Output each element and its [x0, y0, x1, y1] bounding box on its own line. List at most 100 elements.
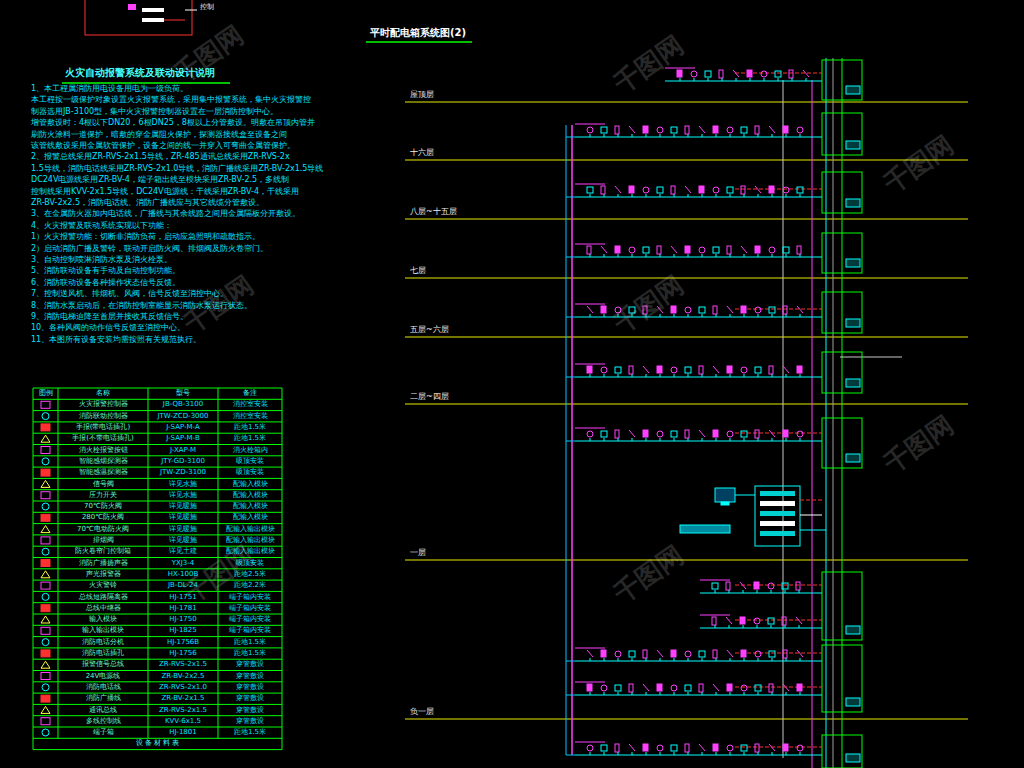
- control-wire: [735, 309, 822, 310]
- table-note: 穿管敷设: [219, 682, 281, 692]
- table-model: JTW-ZCD-3000: [149, 411, 217, 421]
- terminal-box: [822, 292, 862, 333]
- device-symbol: [741, 127, 747, 133]
- panel-bar: [142, 18, 164, 22]
- control-wire: [735, 747, 822, 748]
- device-stub: [688, 254, 689, 257]
- bus-line: [826, 58, 827, 768]
- device-mark: [685, 186, 691, 193]
- table-name: 消防广播线: [59, 694, 147, 704]
- legend-symbol: [41, 605, 50, 612]
- bus-line: [842, 58, 843, 768]
- device-stub: [646, 658, 647, 661]
- riser-branch: [566, 441, 575, 442]
- device-symbol: [705, 71, 711, 77]
- device-mark: [643, 684, 649, 691]
- device-stub: [632, 752, 633, 755]
- device-stub: [632, 438, 633, 441]
- table-name: 火灾警铃: [59, 581, 147, 591]
- module-symbol: [615, 430, 619, 438]
- module-symbol: [615, 126, 619, 134]
- table-rule: [33, 410, 282, 411]
- table-note: 吸顶安装: [219, 456, 281, 466]
- terminal-block: [846, 454, 860, 462]
- device-stub: [786, 374, 787, 377]
- device-stub: [716, 254, 717, 257]
- module-symbol: [797, 684, 802, 691]
- module-symbol: [587, 684, 592, 691]
- detector-symbol: [587, 431, 593, 437]
- device-stub: [590, 658, 591, 661]
- device-stub: [646, 752, 647, 755]
- detector-symbol: [685, 651, 691, 657]
- device-stub: [744, 692, 745, 695]
- device-stub: [716, 438, 717, 441]
- device-stub: [688, 752, 689, 755]
- table-note: 端子箱内安装: [219, 592, 281, 602]
- table-name: 手报(带电话插孔): [59, 422, 147, 432]
- module-symbol: [601, 650, 606, 657]
- device-mark: [587, 650, 593, 657]
- device-stub: [604, 438, 605, 441]
- module-symbol: [755, 246, 760, 253]
- table-rule: [33, 580, 282, 581]
- table-name: 24V电源线: [59, 671, 147, 681]
- signal-bus: [575, 661, 822, 662]
- device-stub: [674, 752, 675, 755]
- device-mark: [783, 684, 789, 691]
- device-stub: [604, 194, 605, 197]
- module-symbol: [769, 366, 773, 374]
- design-note: 本工程按一级保护对象设置火灾报警系统，采用集中报警系统，集中火灾报警控: [31, 95, 311, 104]
- table-model: HJ-1825: [149, 626, 217, 636]
- terminal-box: [822, 572, 862, 640]
- table-model: 详见暖施: [149, 502, 217, 512]
- device-stub: [758, 692, 759, 695]
- title-underline: [366, 41, 472, 43]
- table-name: 智能感烟探测器: [59, 456, 147, 466]
- device-stub: [674, 374, 675, 377]
- detector-symbol: [643, 187, 649, 193]
- table-rule: [33, 512, 282, 513]
- legend-symbol: [42, 413, 49, 420]
- table-rule: [33, 591, 282, 592]
- module-symbol: [713, 306, 717, 314]
- device-stub: [786, 658, 787, 661]
- table-rule: [33, 501, 282, 502]
- table-name: 消防广播扬声器: [59, 558, 147, 568]
- device-stub: [800, 254, 801, 257]
- signal-bus: [700, 593, 822, 594]
- module-symbol: [685, 246, 690, 253]
- branch-wire: [575, 682, 605, 683]
- table-note: 距地1.5米: [219, 728, 281, 738]
- device-stub: [618, 134, 619, 137]
- module-symbol: [643, 744, 648, 751]
- device-stub: [786, 194, 787, 197]
- legend-symbol: [41, 537, 50, 544]
- table-name: 火灾报警控制器: [59, 400, 147, 410]
- branch-wire: [575, 648, 605, 649]
- table-note: 配输入输出模块: [219, 524, 281, 534]
- floor-label: 一层: [410, 548, 426, 557]
- device-stub: [730, 438, 731, 441]
- module-symbol: [727, 684, 732, 691]
- device-mark: [733, 70, 739, 77]
- legend-symbol: [42, 639, 49, 646]
- module-symbol: [755, 744, 759, 752]
- detector-symbol: [587, 745, 593, 751]
- riser-branch: [566, 755, 575, 756]
- device-stub: [744, 752, 745, 755]
- device-stub: [716, 374, 717, 377]
- device-mark: [740, 582, 746, 589]
- device-mark: [783, 366, 789, 373]
- detector-symbol: [699, 247, 705, 253]
- table-note: 配输入输出模块: [219, 535, 281, 545]
- detector-symbol: [754, 618, 760, 624]
- riser-branch: [566, 377, 575, 378]
- table-note: 穿管敷设: [219, 694, 281, 704]
- module-symbol: [741, 650, 746, 657]
- module-symbol: [657, 366, 662, 373]
- device-stub: [604, 658, 605, 661]
- legend-symbol: [42, 729, 49, 736]
- detector-symbol: [601, 685, 607, 691]
- module-symbol: [615, 246, 620, 253]
